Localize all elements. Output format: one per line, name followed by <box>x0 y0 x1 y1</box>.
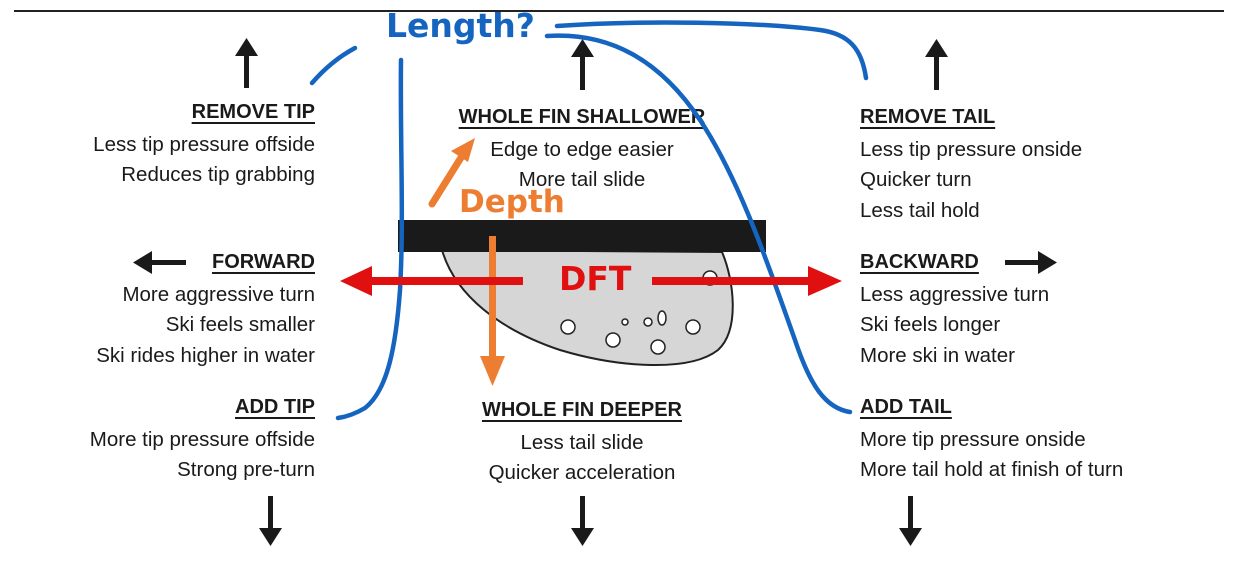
add-tip-block: ADD TIP More tip pressure offside Strong… <box>90 392 315 486</box>
forward-line: More aggressive turn <box>122 282 315 306</box>
add-tail-line: More tail hold at finish of turn <box>860 458 1124 481</box>
fin-hole <box>560 319 576 335</box>
dft-arrow-icon <box>340 266 842 296</box>
whole-fin-deeper-block: WHOLE FIN DEEPER Less tail slide Quicker… <box>432 395 732 489</box>
top-rule <box>14 10 1224 12</box>
remove-tip-line: Reduces tip grabbing <box>121 163 315 186</box>
dft-annotation-label: DFT <box>559 259 632 298</box>
down-arrow-icon <box>259 496 282 546</box>
remove-tail-line: Less tip pressure onside <box>860 137 1083 161</box>
add-tip-line: More tip pressure offside <box>89 427 315 451</box>
whole-fin-deeper-line: Less tail slide <box>520 430 644 454</box>
add-tip-heading: ADD TIP <box>235 396 315 418</box>
fin-hole <box>605 332 621 348</box>
length-curve-top-right <box>554 20 869 81</box>
forward-block: FORWARD More aggressive turn Ski feels s… <box>96 247 315 371</box>
fin-hole <box>650 339 666 355</box>
left-arrow-icon <box>133 251 186 274</box>
add-tail-block: ADD TAIL More tip pressure onside More t… <box>860 392 1123 486</box>
up-arrow-icon <box>235 38 258 88</box>
forward-line: Ski feels smaller <box>165 313 315 336</box>
forward-heading: FORWARD <box>212 251 315 273</box>
remove-tail-heading: REMOVE TAIL <box>860 106 996 128</box>
whole-fin-shallower-line: More tail slide <box>518 168 646 191</box>
fin-hole <box>621 318 629 326</box>
down-arrow-icon <box>571 496 594 546</box>
backward-heading: BACKWARD <box>860 251 979 273</box>
backward-line: Less aggressive turn <box>860 282 1050 306</box>
forward-line: Ski rides higher in water <box>96 343 315 367</box>
whole-fin-deeper-heading: WHOLE FIN DEEPER <box>481 399 682 421</box>
whole-fin-deeper-line: Quicker acceleration <box>488 461 676 484</box>
remove-tip-block: REMOVE TIP Less tip pressure offside Red… <box>93 97 315 191</box>
fin-hole <box>643 317 653 327</box>
length-curve-top-left <box>309 45 358 86</box>
fin-hole <box>657 310 667 326</box>
fin-hole <box>685 319 701 335</box>
remove-tail-block: REMOVE TAIL Less tip pressure onside Qui… <box>860 102 1082 226</box>
add-tail-line: More tip pressure onside <box>860 427 1086 451</box>
fin-holes <box>560 270 718 355</box>
depth-up-arrow-icon <box>428 138 475 208</box>
backward-line: More ski in water <box>860 343 1015 367</box>
remove-tail-line: Less tail hold <box>860 198 980 222</box>
whole-fin-shallower-block: WHOLE FIN SHALLOWER Edge to edge easier … <box>432 102 732 196</box>
ski-bar <box>398 220 766 252</box>
remove-tip-line: Less tip pressure offside <box>93 132 315 156</box>
length-annotation-label: Length? <box>386 6 535 45</box>
backward-block: BACKWARD Less aggressive turn Ski feels … <box>860 247 1049 371</box>
up-arrow-icon <box>925 39 948 90</box>
length-curve-right-long <box>544 33 853 415</box>
add-tail-heading: ADD TAIL <box>860 396 952 418</box>
whole-fin-shallower-heading: WHOLE FIN SHALLOWER <box>458 106 706 128</box>
length-curve-left-long <box>335 57 405 421</box>
depth-annotation-label: Depth <box>459 184 565 220</box>
add-tip-line: Strong pre-turn <box>177 458 315 481</box>
right-arrow-icon <box>1005 251 1057 274</box>
depth-down-arrow-icon <box>480 236 505 386</box>
backward-line: Ski feels longer <box>860 313 1001 336</box>
down-arrow-icon <box>899 496 922 546</box>
whole-fin-shallower-line: Edge to edge easier <box>490 137 674 161</box>
up-arrow-icon <box>571 39 594 90</box>
remove-tail-line: Quicker turn <box>860 168 972 191</box>
remove-tip-heading: REMOVE TIP <box>191 101 315 123</box>
